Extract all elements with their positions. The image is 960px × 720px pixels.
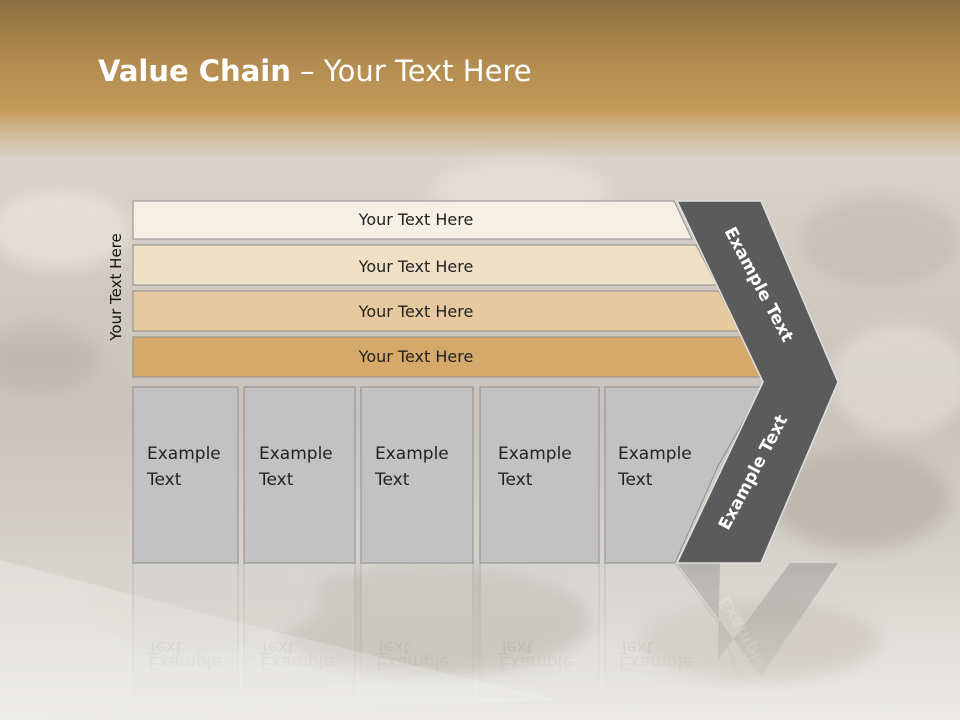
box-2-line-2: Text	[258, 470, 294, 490]
box-4-line-1: Example	[498, 444, 572, 464]
box-2-line-1: Example	[259, 444, 333, 464]
reflection-text-2b: Text	[259, 637, 295, 657]
box-3-line-1: Example	[375, 444, 449, 464]
diagram-reflection: Example Text Example Text Example Text E…	[132, 562, 838, 720]
box-1-line-1: Example	[147, 444, 221, 464]
box-4-line-2: Text	[497, 470, 533, 490]
box-1: Example Text	[132, 386, 239, 564]
slide-title: Value Chain – Your Text Here	[98, 54, 532, 88]
reflection-text-3b: Text	[375, 637, 411, 657]
reflection-text-4b: Text	[498, 637, 534, 657]
bar-3: Your Text Here	[132, 290, 740, 332]
box-5-line-1: Example	[618, 444, 692, 464]
reflection-text-3: Example	[376, 652, 450, 672]
bar-1-label: Your Text Here	[358, 210, 474, 229]
box-5-line-2: Text	[617, 470, 653, 490]
bar-3-label: Your Text Here	[358, 302, 474, 321]
box-3-line-2: Text	[374, 470, 410, 490]
reflection-text-5: Example	[619, 652, 693, 672]
box-2: Example Text	[243, 386, 356, 564]
bar-4: Your Text Here	[132, 336, 764, 378]
reflection-text-5b: Text	[618, 637, 654, 657]
reflection-text-1: Example	[148, 652, 222, 672]
reflection-text-1b: Text	[147, 637, 183, 657]
reflection-text-4: Example	[499, 652, 573, 672]
reflection-text-2: Example	[260, 652, 334, 672]
box-5: Example Text	[604, 386, 764, 564]
bar-1: Your Text Here	[132, 200, 693, 240]
box-1-line-2: Text	[146, 470, 182, 490]
bar-4-label: Your Text Here	[358, 347, 474, 366]
title-rest: – Your Text Here	[290, 54, 532, 88]
bar-2: Your Text Here	[132, 244, 718, 286]
box-4: Example Text	[479, 386, 600, 564]
box-3: Example Text	[360, 386, 474, 564]
title-bold: Value Chain	[98, 54, 291, 88]
bar-2-label: Your Text Here	[358, 257, 474, 276]
